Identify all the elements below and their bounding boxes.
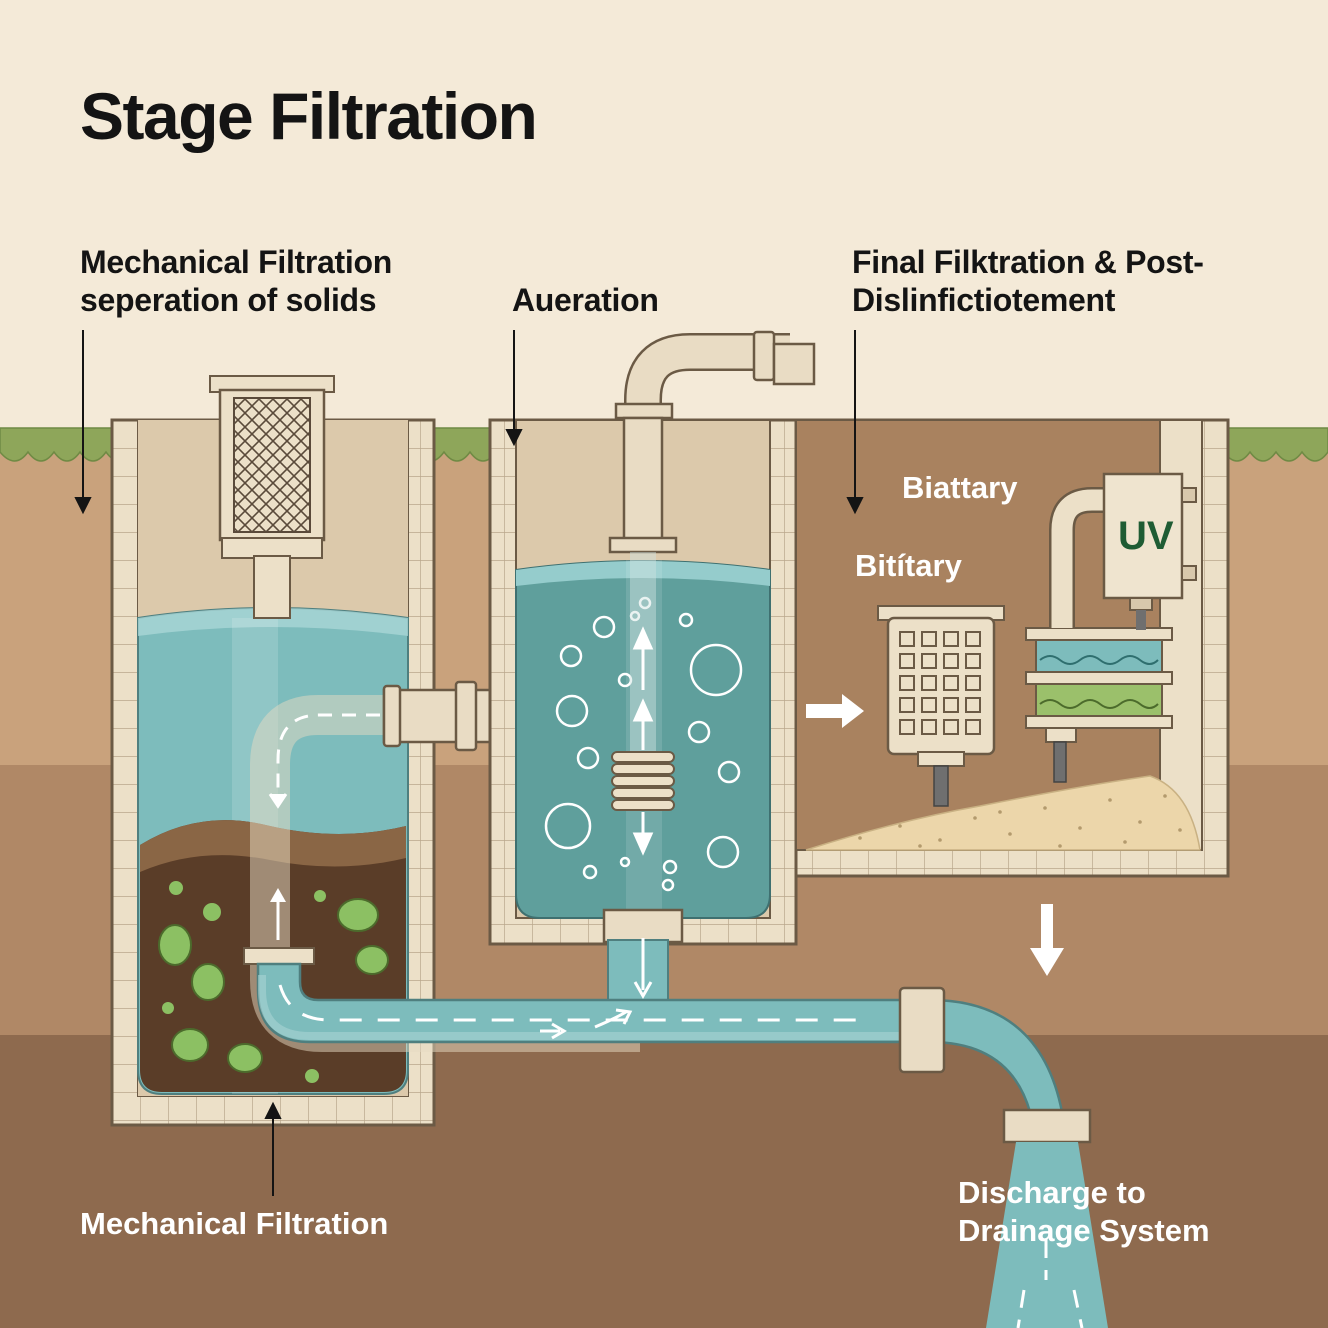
air-bubbles (544, 596, 743, 892)
diffuser (611, 751, 675, 811)
tank-final (794, 418, 1230, 976)
flow-arrow-right (806, 694, 864, 728)
outflow-stream (986, 1142, 1108, 1328)
discharge-label-line1: Discharge to (958, 1175, 1146, 1210)
sand-bed (805, 775, 1201, 851)
aeration-label: Aueration (512, 282, 659, 318)
uv-label: UV (1118, 514, 1174, 558)
tank-aeration (488, 330, 816, 946)
discharge-pipe (256, 938, 1108, 1328)
mechanical-label-line2: seperation of solids (80, 282, 377, 318)
microbes (158, 881, 389, 1083)
biattary-label: Biattary (902, 470, 1018, 505)
uv-unit (1102, 472, 1184, 600)
mechanical-label-line1: Mechanical Filtration (80, 244, 392, 280)
annotation-arrows (74, 330, 864, 1196)
page-title: Stage Filtration (80, 79, 538, 153)
final-filtration-label-line1: Final Filktration & Post- (852, 244, 1204, 280)
bititary-label: Bitítary (855, 548, 962, 583)
mechanical-bottom-label: Mechanical Filtration (80, 1206, 389, 1241)
flow-arrow-down (1030, 904, 1064, 976)
media-tray (1025, 627, 1173, 783)
final-filtration-label-line2: Dislinfictiotement (852, 282, 1116, 318)
discharge-label-line2: Drainage System (958, 1213, 1210, 1248)
